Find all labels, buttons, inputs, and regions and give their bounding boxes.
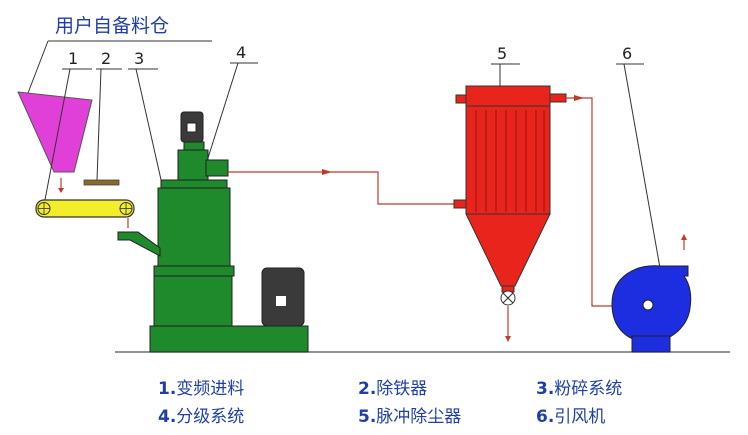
mill-shoulder (160, 179, 228, 189)
legend-text-4: 分级系统 (176, 407, 245, 427)
collector-body (465, 105, 551, 215)
collector-bag-lines (475, 110, 545, 212)
pipe-classifier-to-collector (228, 171, 455, 205)
callout-2-leader (96, 68, 102, 181)
pipe-arrow-1 (322, 169, 332, 175)
silo-title: 用户自备料仓 (55, 15, 169, 37)
fan-hub (642, 299, 654, 311)
silo-drop-arrowhead (58, 188, 64, 193)
product-out-arrowhead (505, 336, 511, 342)
legend-num-4: 4. (158, 407, 177, 427)
mill-platform (149, 325, 309, 353)
legend-num-5: 5. (358, 407, 377, 427)
legend-text-2: 除铁器 (376, 379, 428, 399)
legend-text-1: 变频进料 (176, 379, 245, 399)
legend-item-5: 5.脉冲除尘器 (358, 402, 461, 427)
valve-x2 (502, 292, 514, 304)
mill-base (153, 275, 233, 327)
belt-conveyor (35, 199, 135, 218)
legend-num-1: 1. (158, 379, 177, 399)
legend-item-6: 6.引风机 (536, 402, 605, 427)
callout-6-leader (623, 63, 661, 269)
legend-item-1: 1.变频进料 (158, 374, 244, 399)
mill-motor-top-box (186, 122, 197, 133)
grinding-mill (117, 111, 309, 353)
iron-remover (83, 179, 120, 186)
legend-text-6: 引风机 (554, 407, 606, 427)
legend-num-6: 6. (536, 407, 555, 427)
mill-skirt (153, 265, 235, 277)
callout-4-leader (207, 62, 239, 159)
legend-text-5: 脉冲除尘器 (376, 407, 462, 427)
callout-1-leader (43, 68, 71, 206)
mill-neck (183, 141, 205, 151)
callout-3: 3 (134, 49, 144, 68)
fan-base (631, 335, 671, 353)
pipe-arrow-2 (574, 95, 584, 101)
collector-inlet-top (455, 94, 467, 104)
legend-text-3: 粉碎系统 (554, 379, 623, 399)
callout-4: 4 (236, 43, 246, 62)
legend-item-4: 4.分级系统 (158, 402, 244, 427)
callout-1: 1 (68, 49, 78, 68)
legend-item-3: 3.粉碎系统 (536, 374, 622, 399)
legend-num-2: 2. (358, 379, 377, 399)
callout-5: 5 (497, 44, 507, 63)
collector-top-cap (465, 85, 551, 107)
collector-outlet (549, 93, 567, 103)
main-motor (261, 267, 305, 327)
callout-2: 2 (101, 49, 111, 68)
collector-inlet (453, 199, 467, 209)
user-silo (17, 91, 93, 173)
feed-chute (117, 231, 161, 257)
silo-leader-line (27, 40, 49, 94)
legend-item-2: 2.除铁器 (358, 374, 427, 399)
pulse-dust-collector (453, 85, 567, 293)
mill-body (157, 187, 231, 267)
legend-num-3: 3. (536, 379, 555, 399)
collector-cone (465, 213, 551, 287)
main-motor-box (276, 296, 286, 306)
callout-6: 6 (622, 44, 632, 63)
exhaust-arrowhead (681, 234, 687, 240)
classifier (177, 149, 209, 181)
classifier-outlet (205, 159, 229, 177)
